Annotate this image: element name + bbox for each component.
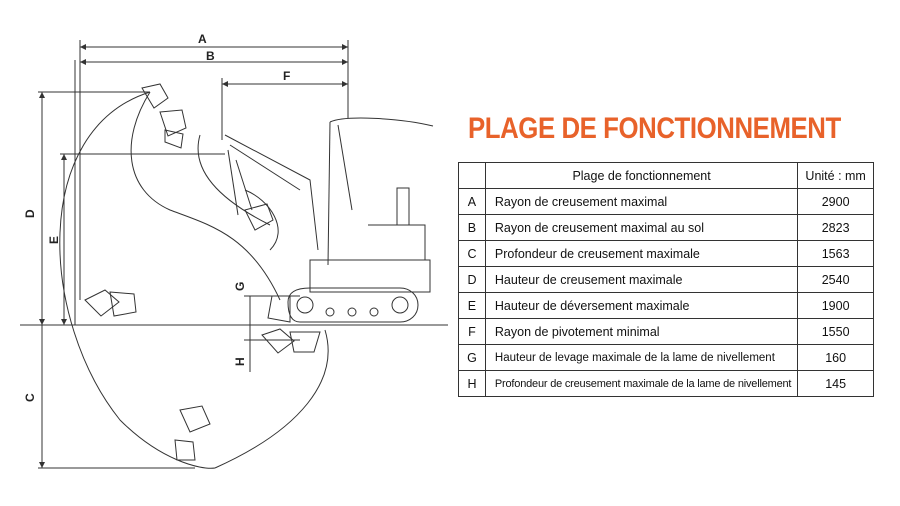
row-label: Profondeur de creusement maximale de la …: [484, 370, 799, 397]
spec-table: Plage de fonctionnement Unité : mm A Ray…: [458, 162, 874, 397]
table-row: C Profondeur de creusement maximale 1563: [458, 240, 874, 267]
table-row: G Hauteur de levage maximale de la lame …: [458, 344, 874, 371]
label-E: E: [47, 236, 61, 244]
label-G: G: [233, 282, 247, 291]
row-label: Rayon de creusement maximal: [484, 188, 799, 215]
row-value: 1550: [797, 318, 874, 345]
row-value: 2900: [797, 188, 874, 215]
row-code: H: [458, 370, 486, 397]
label-D: D: [23, 209, 37, 218]
row-code: C: [458, 240, 486, 267]
row-code: D: [458, 266, 486, 293]
excavator-diagram: A B F D E C G H: [20, 32, 448, 469]
row-label: Rayon de pivotement minimal: [484, 318, 799, 345]
header-label: Plage de fonctionnement: [484, 162, 799, 189]
row-label: Hauteur de creusement maximale: [484, 266, 799, 293]
row-value: 2823: [797, 214, 874, 241]
header-unit: Unité : mm: [797, 162, 874, 189]
row-value: 2540: [797, 266, 874, 293]
row-value: 1900: [797, 292, 874, 319]
row-code: A: [458, 188, 486, 215]
label-A: A: [198, 32, 207, 46]
row-value: 160: [797, 344, 874, 371]
header-code: [458, 162, 486, 189]
label-H: H: [233, 357, 247, 366]
row-label: Rayon de creusement maximal au sol: [484, 214, 799, 241]
page-title: PLAGE DE FONCTIONNEMENT: [468, 112, 841, 145]
row-code: G: [458, 344, 486, 371]
table-row: A Rayon de creusement maximal 2900: [458, 188, 874, 215]
row-value: 1563: [797, 240, 874, 267]
row-code: E: [458, 292, 486, 319]
row-label: Hauteur de déversement maximale: [484, 292, 799, 319]
row-code: B: [458, 214, 486, 241]
row-label: Hauteur de levage maximale de la lame de…: [484, 344, 799, 371]
label-C: C: [23, 393, 37, 402]
table-row: F Rayon de pivotement minimal 1550: [458, 318, 874, 345]
label-B: B: [206, 49, 215, 63]
label-F: F: [283, 69, 290, 83]
row-label: Profondeur de creusement maximale: [484, 240, 799, 267]
row-code: F: [458, 318, 486, 345]
row-value: 145: [797, 370, 874, 397]
table-row: B Rayon de creusement maximal au sol 282…: [458, 214, 874, 241]
table-row: H Profondeur de creusement maximale de l…: [458, 370, 874, 397]
table-row: D Hauteur de creusement maximale 2540: [458, 266, 874, 293]
table-row: E Hauteur de déversement maximale 1900: [458, 292, 874, 319]
table-header-row: Plage de fonctionnement Unité : mm: [458, 162, 874, 189]
